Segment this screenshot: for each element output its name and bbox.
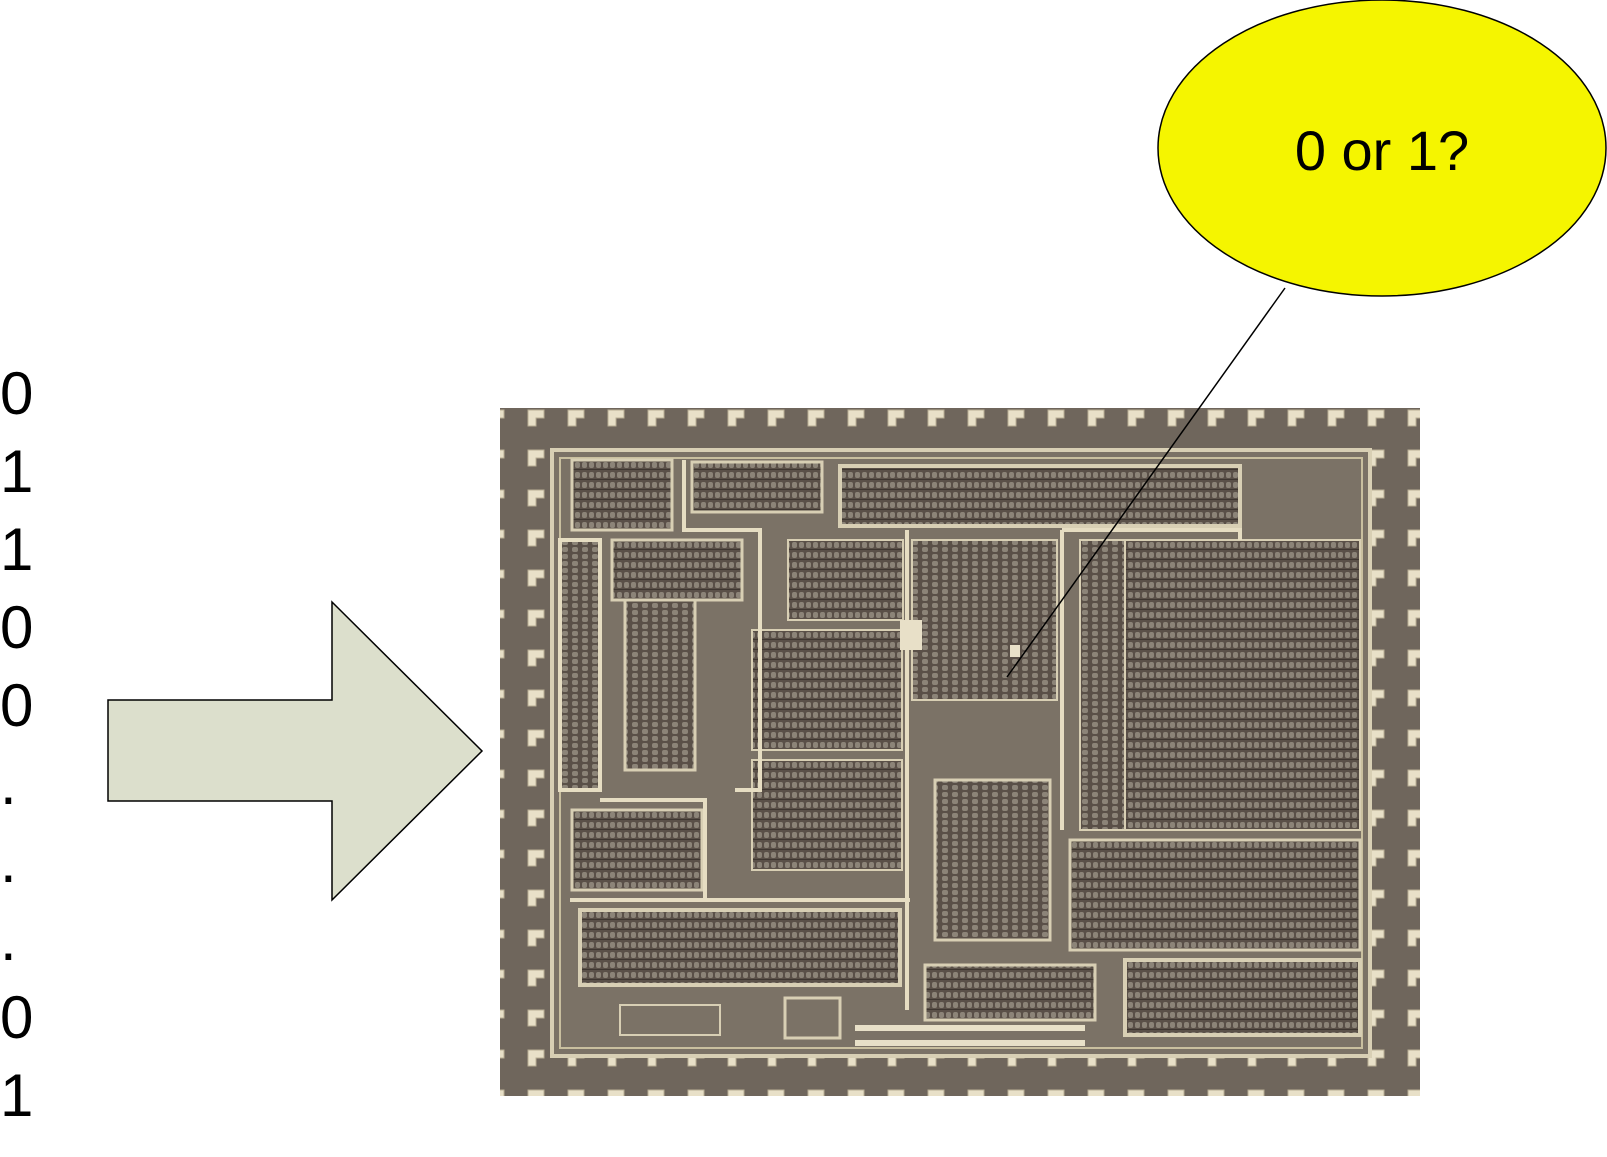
microchip-die-image (500, 408, 1420, 1096)
question-callout-bubble (1157, 0, 1607, 297)
bit-4: 0 (0, 672, 34, 739)
bit-2: 1 (0, 516, 34, 583)
ellipsis-dot-1: . (0, 750, 17, 817)
bit-0: 0 (0, 360, 34, 427)
bit-sequence: 0 1 1 0 0 . . . 0 1 (0, 355, 40, 1135)
callout-label: 0 or 1? (1295, 119, 1469, 182)
bit-8: 0 (0, 984, 34, 1051)
callout-pointer-line (1006, 287, 1286, 678)
bit-9: 1 (0, 1062, 34, 1129)
bit-1: 1 (0, 438, 34, 505)
bit-3: 0 (0, 594, 34, 661)
ellipsis-dot-3: . (0, 906, 17, 973)
ellipsis-dot-2: . (0, 828, 17, 895)
right-arrow-icon (107, 600, 484, 902)
